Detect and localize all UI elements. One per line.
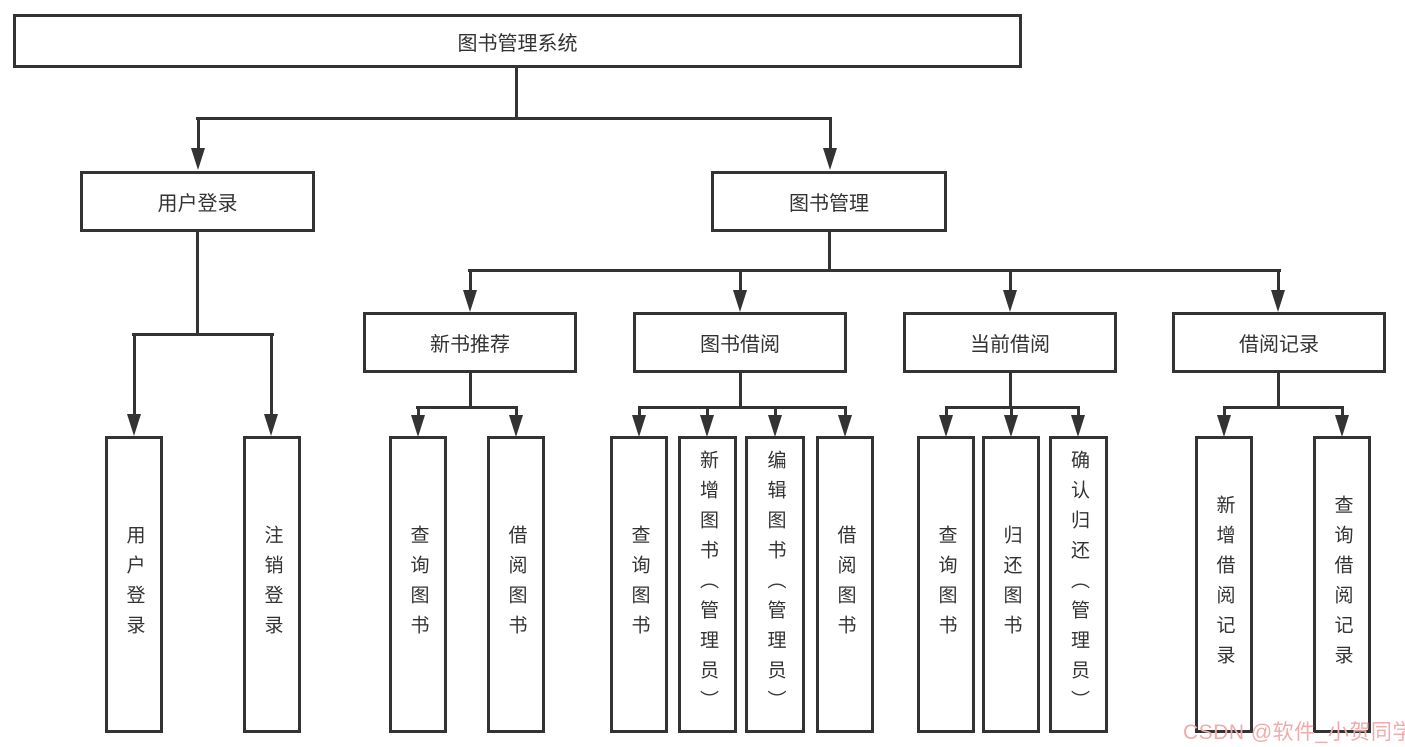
connector-vline [945, 406, 948, 416]
node-label: 注销登录 [261, 524, 283, 645]
connector-vline [1277, 373, 1280, 408]
node-label: 查询借阅记录 [1331, 494, 1353, 675]
connector-vline [133, 333, 136, 414]
connector-vline [739, 373, 742, 408]
connector-vline [197, 117, 200, 150]
node-label: 查询图书 [407, 524, 429, 645]
connector-vline [469, 373, 472, 408]
node-label: 图书管理系统 [457, 32, 578, 55]
node-book-borrow: 图书借阅 [633, 312, 847, 373]
leaf-logout: 注销登录 [243, 436, 301, 733]
connector-vline [469, 269, 472, 291]
connector-vline [196, 232, 199, 335]
leaf-add-borrow-record: 新增借阅记录 [1195, 436, 1253, 733]
connector-vline [829, 117, 832, 150]
arrow-down [823, 148, 837, 170]
node-label: 新增借阅记录 [1213, 494, 1235, 675]
arrow-down [1217, 415, 1231, 437]
connector-vline [706, 406, 709, 416]
connector-vline [1077, 406, 1080, 416]
node-label: 借阅图书 [505, 524, 527, 645]
arrow-down [1271, 290, 1285, 312]
connector-vline [1277, 269, 1280, 291]
node-label: 查询图书 [935, 524, 957, 645]
arrow-down [733, 290, 747, 312]
connector-hline [468, 269, 1281, 272]
arrow-down [1004, 415, 1018, 437]
arrow-down [700, 415, 714, 437]
connector-vline [828, 232, 831, 271]
connector-hline [196, 117, 832, 120]
connector-hline [416, 406, 518, 409]
node-label: 新增图书（管理员） [697, 449, 718, 720]
connector-vline [774, 406, 777, 416]
node-library-system: 图书管理系统 [13, 14, 1022, 68]
node-label: 新书推荐 [430, 334, 510, 356]
node-label: 用户登录 [157, 193, 238, 215]
leaf-user-login: 用户登录 [105, 436, 163, 733]
connector-hline [1223, 406, 1344, 409]
node-label: 图书管理 [789, 193, 869, 215]
node-label: 确认归还（管理员） [1068, 449, 1089, 720]
node-label: 借阅图书 [834, 524, 856, 645]
connector-hline [638, 406, 847, 409]
connector-vline [1009, 373, 1012, 408]
leaf-borrow-books: 借阅图书 [816, 436, 874, 733]
node-new-book-recommend: 新书推荐 [363, 312, 577, 373]
node-label: 编辑图书（管理员） [764, 449, 786, 720]
arrow-down [1003, 290, 1017, 312]
arrow-down [768, 415, 782, 437]
leaf-query-books-current: 查询图书 [917, 436, 975, 733]
node-label: 借阅记录 [1239, 334, 1319, 356]
connector-vline [638, 406, 641, 416]
node-label: 图书借阅 [700, 334, 780, 356]
connector-vline [1010, 406, 1013, 416]
leaf-edit-book-admin: 编辑图书（管理员） [745, 436, 805, 733]
arrow-down [264, 414, 278, 436]
arrow-down [939, 415, 953, 437]
node-borrow-records: 借阅记录 [1172, 312, 1386, 373]
node-label: 用户登录 [123, 524, 145, 645]
leaf-query-books-recommend: 查询图书 [389, 436, 447, 733]
connector-vline [844, 406, 847, 416]
node-current-borrow: 当前借阅 [903, 312, 1117, 373]
arrow-down [127, 414, 141, 436]
connector-vline [270, 333, 273, 414]
leaf-borrow-books-recommend: 借阅图书 [487, 436, 545, 733]
arrow-down [411, 415, 425, 437]
connector-vline [1341, 406, 1344, 416]
arrow-down [838, 415, 852, 437]
node-book-management: 图书管理 [711, 171, 947, 232]
connector-vline [1009, 269, 1012, 291]
leaf-query-books-borrow: 查询图书 [610, 436, 668, 733]
connector-vline [515, 68, 518, 118]
node-label: 查询图书 [628, 524, 650, 645]
node-user-login: 用户登录 [80, 171, 315, 232]
leaf-confirm-return-admin: 确认归还（管理员） [1049, 436, 1108, 733]
arrow-down [509, 415, 523, 437]
arrow-down [632, 415, 646, 437]
connector-vline [1223, 406, 1226, 416]
arrow-down [1335, 415, 1349, 437]
connector-vline [515, 406, 518, 416]
arrow-down [1071, 415, 1085, 437]
arrow-down [191, 148, 205, 170]
node-label: 当前借阅 [970, 334, 1050, 356]
connector-vline [417, 406, 420, 416]
node-label: 归还图书 [1000, 524, 1022, 645]
connector-hline [132, 333, 274, 336]
arrow-down [463, 290, 477, 312]
connector-vline [739, 269, 742, 291]
watermark: CSDN @软件_小贺同学 [1183, 721, 1405, 744]
leaf-add-book-admin: 新增图书（管理员） [678, 436, 737, 733]
leaf-return-book: 归还图书 [982, 436, 1040, 733]
leaf-query-borrow-record: 查询借阅记录 [1313, 436, 1371, 733]
